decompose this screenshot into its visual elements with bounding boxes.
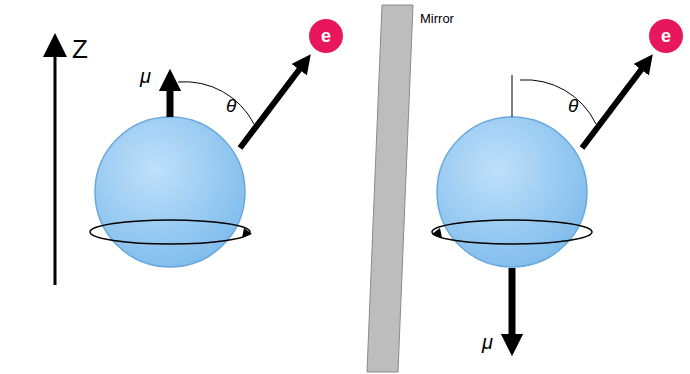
axis-label: Z [72,36,88,62]
moment-label: μ [140,66,151,86]
moment-arrow [167,80,174,117]
spin-loop [90,220,250,244]
mirror-plane [367,5,413,372]
particle-label: e [321,27,331,45]
electron-circle: e [309,19,343,53]
moment-label: μ [482,332,493,352]
spin-arrowhead [242,228,252,238]
angle-label: θ [226,96,236,115]
mirror-label: Mirror [420,12,454,25]
z-axis [54,45,57,285]
angle-label: θ [568,96,578,115]
spin-loop [432,220,592,244]
electron-arrow [240,62,305,148]
angle-arc [520,80,596,124]
electron-arrow [582,62,647,148]
spin-arrowhead [432,228,442,238]
reference-line [512,75,513,117]
electron-circle: e [649,19,683,53]
angle-arc [178,82,254,124]
moment-arrow [509,268,516,345]
particle-label: e [661,27,671,45]
